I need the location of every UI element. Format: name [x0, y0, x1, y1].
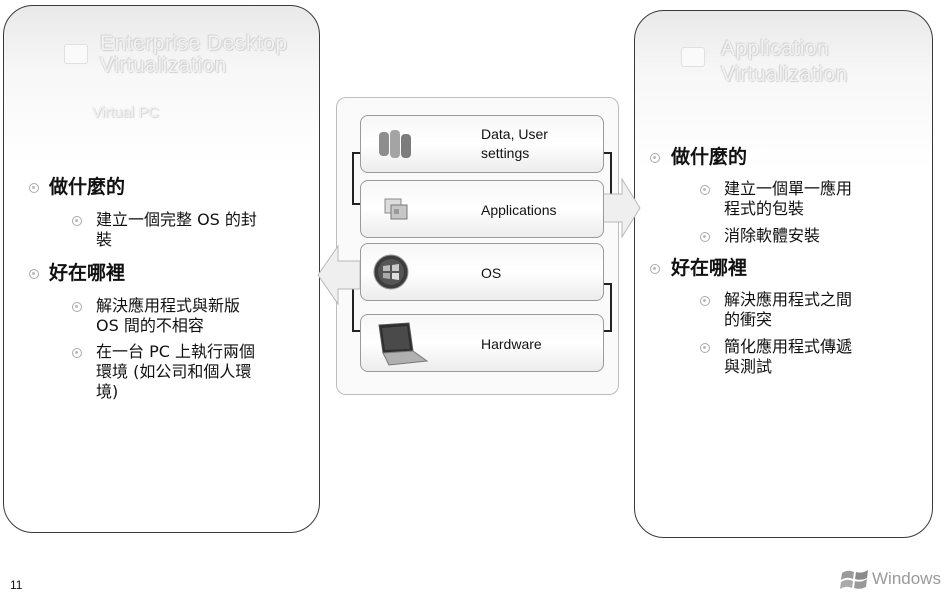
right-what-item1-line2: 程式的包裝 — [724, 199, 805, 218]
left-where-item1-line1: 解決應用程式與新版 — [96, 296, 241, 315]
bullet-icon — [650, 153, 660, 163]
layer-os-label: OS — [481, 265, 502, 281]
right-bracket-bottom — [600, 283, 612, 332]
bullet-icon — [72, 302, 82, 312]
bullet-icon — [29, 183, 39, 193]
bullet-icon — [29, 269, 39, 279]
left-bracket-top — [352, 152, 364, 205]
application-icon — [681, 47, 705, 67]
left-panel: Enterprise Desktop Virtualization Virtua… — [3, 5, 320, 533]
layer-data-label-line1: Data, User — [481, 126, 548, 142]
left-where-item2-line3: 境) — [96, 382, 119, 401]
layer-hardware-label: Hardware — [481, 336, 542, 352]
left-where-item1-line2: OS 間的不相容 — [96, 316, 204, 335]
bullet-icon — [72, 216, 82, 226]
bullet-icon — [650, 264, 660, 274]
layer-os: OS — [360, 243, 604, 301]
right-where-item1-line2: 的衝突 — [724, 310, 773, 329]
left-where-item2-line1: 在一台 PC 上執行兩個 — [96, 342, 255, 361]
bullet-icon — [700, 185, 710, 195]
bullet-icon — [700, 232, 710, 242]
right-where-item2-line2: 與測試 — [724, 357, 773, 376]
right-where-item2-line1: 簡化應用程式傳遞 — [724, 337, 853, 356]
bullet-icon — [700, 296, 710, 306]
right-what-item1-line1: 建立一個單一應用 — [724, 179, 853, 198]
left-product-title-line2: Virtualization — [100, 54, 227, 77]
page-number: 11 — [10, 578, 23, 592]
layer-data-label-line2: settings — [481, 145, 530, 161]
layer-hardware: Hardware — [360, 314, 604, 372]
database-icon — [379, 130, 411, 158]
arrow-right-icon — [599, 177, 641, 239]
windows-orb-icon — [373, 254, 409, 290]
applications-icon — [384, 198, 408, 220]
windows-flag-icon — [840, 570, 868, 589]
left-product-sub: Virtual PC — [92, 104, 160, 121]
bullet-icon — [72, 348, 82, 358]
arrow-left-icon — [317, 244, 361, 306]
right-what-item2: 消除軟體安裝 — [724, 226, 821, 245]
right-heading-where: 好在哪裡 — [671, 257, 748, 279]
laptop-icon — [378, 322, 429, 366]
virtualization-icon — [64, 44, 88, 64]
left-heading-where: 好在哪裡 — [49, 262, 126, 284]
left-what-item1-line1: 建立一個完整 OS 的封 — [96, 210, 257, 229]
layer-data-user-settings: Data, User settings — [360, 115, 604, 173]
left-what-item1-line2: 裝 — [96, 230, 113, 249]
left-where-item2-line2: 環境 (如公司和個人環 — [96, 362, 252, 381]
left-heading-what: 做什麼的 — [49, 176, 126, 198]
right-panel: Application Virtualization 做什麼的 建立一個單一應用… — [634, 10, 933, 538]
windows-logo: Windows — [840, 565, 941, 595]
layer-applications: Applications — [360, 180, 604, 238]
layer-applications-label: Applications — [481, 202, 557, 218]
bullet-icon — [700, 343, 710, 353]
right-product-title-line1: Application — [721, 37, 830, 60]
windows-brand-text: Windows — [872, 569, 941, 588]
right-heading-what: 做什麼的 — [671, 146, 748, 168]
right-where-item1-line1: 解決應用程式之間 — [724, 290, 853, 309]
right-product-title-line2: Virtualization — [721, 63, 848, 86]
left-product-title-line1: Enterprise Desktop — [100, 32, 288, 55]
